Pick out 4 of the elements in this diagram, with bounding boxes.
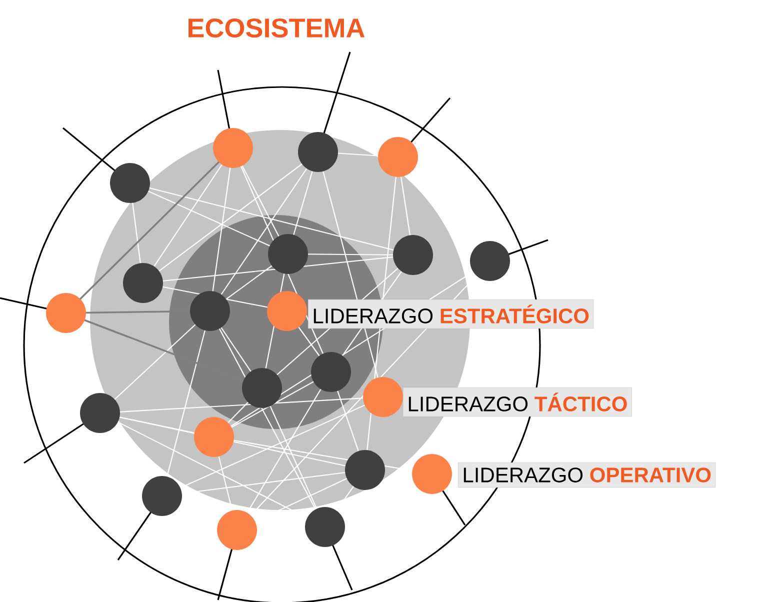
label-box: LIDERAZGO OPERATIVO	[458, 462, 716, 488]
title: ECOSISTEMA	[188, 18, 365, 38]
label-box: LIDERAZGO TÁCTICO	[403, 387, 632, 417]
label-box: LIDERAZGO ESTRATÉGICO	[308, 299, 594, 329]
